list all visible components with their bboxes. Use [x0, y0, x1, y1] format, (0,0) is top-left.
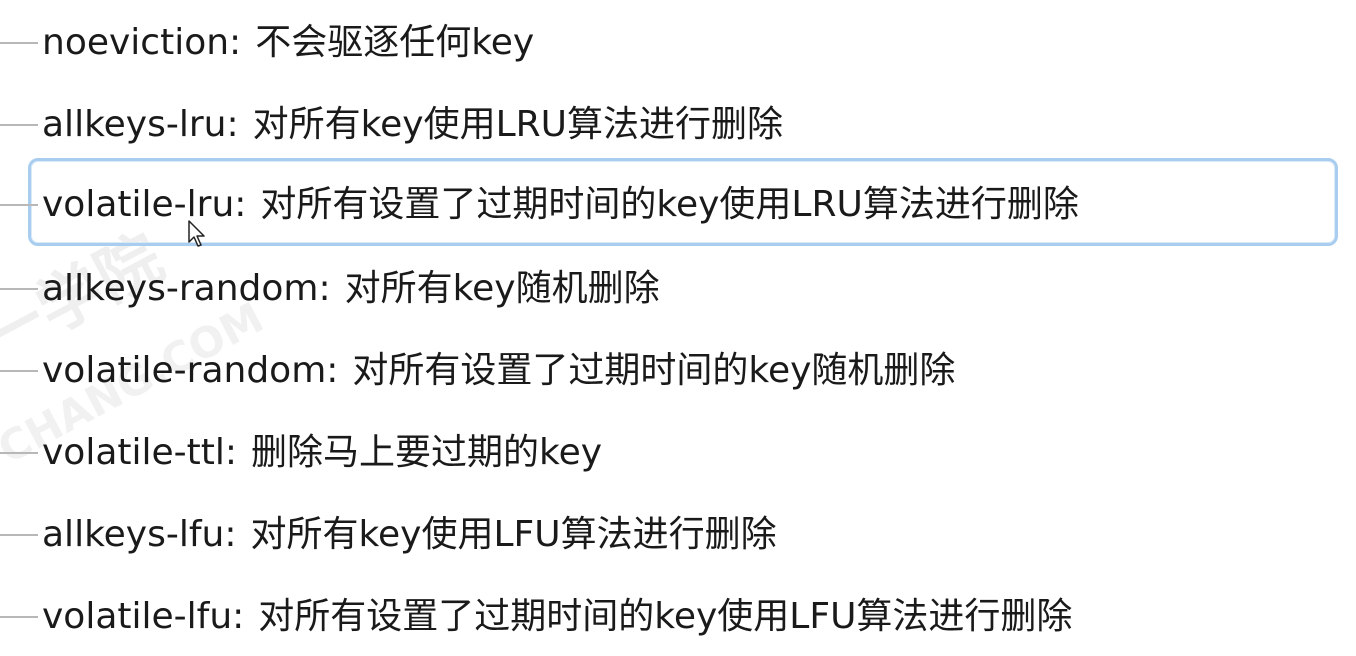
policy-name: allkeys-lru: — [42, 104, 239, 145]
policy-name: allkeys-lfu: — [42, 514, 237, 555]
policy-description: 不会驱逐任何key — [255, 22, 535, 63]
node-connector — [0, 288, 38, 290]
node-connector — [0, 452, 38, 454]
selected-node-highlight — [28, 158, 1338, 246]
policy-node-volatile-random[interactable]: volatile-random: 对所有设置了过期时间的key随机删除 — [0, 336, 955, 406]
policy-description: 对所有设置了过期时间的key使用LFU算法进行删除 — [258, 596, 1073, 637]
policy-node-allkeys-lru[interactable]: allkeys-lru: 对所有key使用LRU算法进行删除 — [0, 90, 783, 160]
node-connector — [0, 204, 38, 206]
policy-name: volatile-lfu: — [42, 596, 245, 637]
policy-name: volatile-random: — [42, 350, 339, 391]
policy-name: volatile-ttl: — [42, 432, 238, 473]
policy-description: 删除马上要过期的key — [251, 432, 603, 473]
policy-node-allkeys-lfu[interactable]: allkeys-lfu: 对所有key使用LFU算法进行删除 — [0, 500, 777, 570]
node-connector — [0, 42, 38, 44]
node-connector — [0, 370, 38, 372]
mouse-cursor-icon — [188, 220, 205, 247]
policy-description: 对所有设置了过期时间的key随机删除 — [352, 350, 956, 391]
policy-node-volatile-ttl[interactable]: volatile-ttl: 删除马上要过期的key — [0, 418, 602, 488]
policy-node-volatile-lru[interactable]: volatile-lru: 对所有设置了过期时间的key使用LRU算法进行删除 — [0, 170, 1079, 240]
policy-description: 对所有key使用LRU算法进行删除 — [252, 104, 784, 145]
policy-name: allkeys-random: — [42, 268, 331, 309]
node-connector — [0, 124, 38, 126]
policy-node-allkeys-random[interactable]: allkeys-random: 对所有key随机删除 — [0, 254, 660, 324]
policy-description: 对所有key使用LFU算法进行删除 — [250, 514, 777, 555]
policy-node-noeviction[interactable]: noeviction: 不会驱逐任何key — [0, 8, 534, 78]
policy-description: 对所有设置了过期时间的key使用LRU算法进行删除 — [260, 184, 1079, 225]
node-connector — [0, 616, 38, 618]
policy-name: noeviction: — [42, 22, 242, 63]
node-connector — [0, 534, 38, 536]
policy-name: volatile-lru: — [42, 184, 247, 225]
policy-node-volatile-lfu[interactable]: volatile-lfu: 对所有设置了过期时间的key使用LFU算法进行删除 — [0, 582, 1072, 652]
policy-description: 对所有key随机删除 — [344, 268, 660, 309]
